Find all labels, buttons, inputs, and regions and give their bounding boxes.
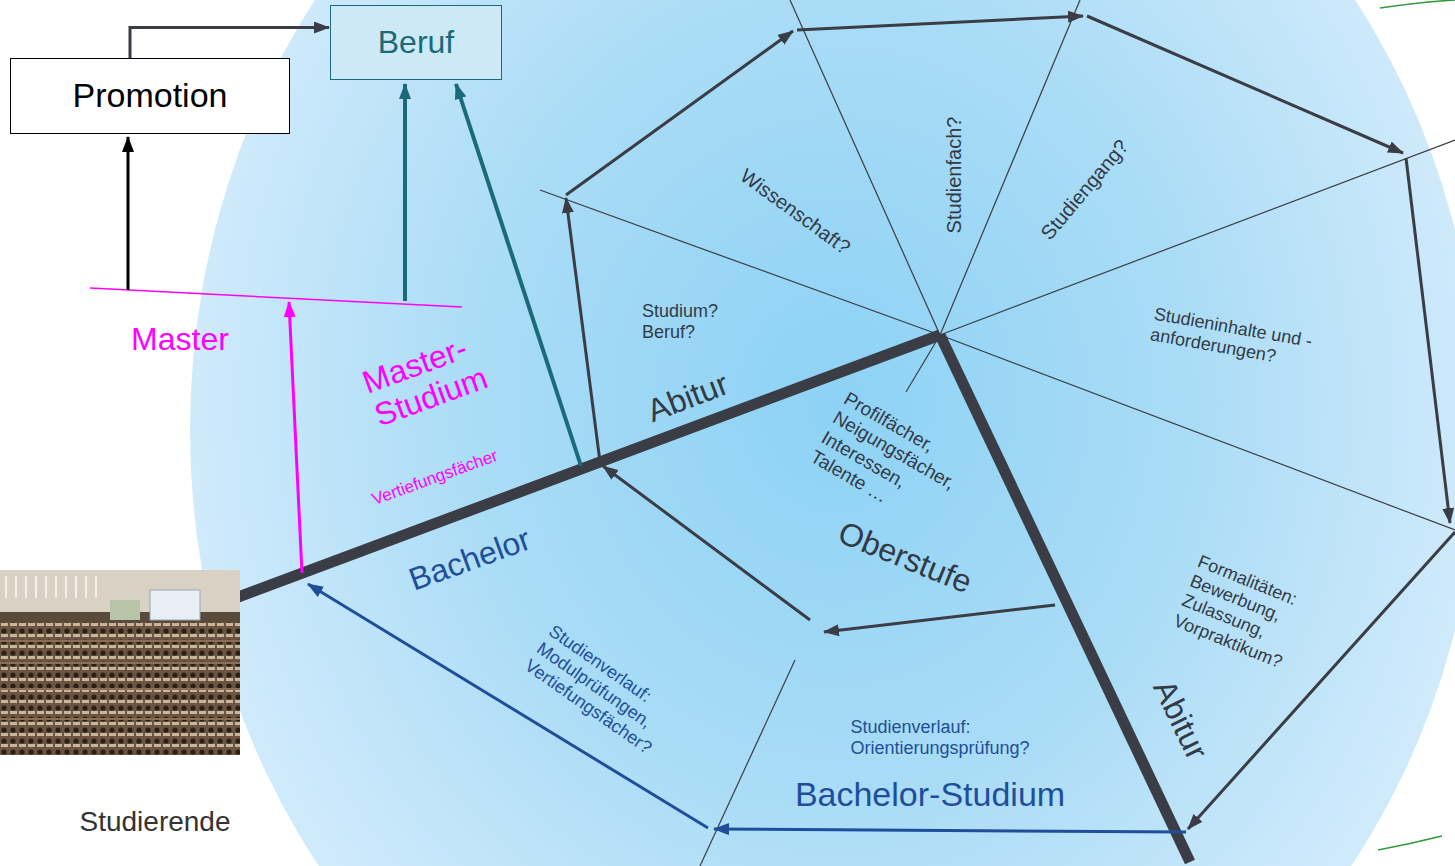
topic-label: Studienverlauf: Modulprüfungen, Vertiefu… bbox=[520, 621, 679, 759]
lecture-hall-photo bbox=[0, 570, 240, 755]
career-arrow bbox=[403, 84, 407, 301]
bachelor-arrows bbox=[308, 584, 1186, 832]
box-text: Promotion bbox=[73, 77, 228, 114]
photo-light bbox=[35, 576, 37, 598]
sector-line bbox=[700, 660, 795, 866]
bachelor-arrow bbox=[308, 584, 708, 828]
photo-light bbox=[85, 576, 87, 598]
photo-board bbox=[110, 600, 140, 620]
label-text: Formalitäten: Bewerbung, Zulassung, Vorp… bbox=[1171, 551, 1309, 673]
question-label: Studium? Beruf? bbox=[642, 301, 718, 343]
doctorate-arrow bbox=[127, 137, 130, 290]
label-text: Studieninhalte und -anforderungen? bbox=[1149, 304, 1332, 377]
photo-row bbox=[0, 662, 240, 664]
label-text: Master- Studium bbox=[358, 327, 492, 432]
label-text: Oberstufe bbox=[833, 514, 977, 602]
label-text: Studienverlauf: Orientierungsprüfung? bbox=[850, 717, 1029, 759]
question-label: Studieninhalte und -anforderungen? bbox=[1149, 304, 1332, 377]
photo-ground bbox=[0, 570, 240, 755]
label-text: Bachelor-Studium bbox=[795, 774, 1065, 814]
photo-light bbox=[55, 576, 57, 598]
label-text: Vertiefungsfächer bbox=[369, 446, 500, 510]
sector-line bbox=[790, 0, 940, 335]
career-arrow bbox=[456, 84, 581, 466]
photo-light bbox=[25, 576, 27, 598]
photo-light bbox=[65, 576, 67, 598]
sector-line bbox=[940, 140, 1455, 335]
photo-light bbox=[95, 576, 97, 598]
master-arrow bbox=[289, 302, 302, 573]
photo-lights bbox=[6, 576, 96, 598]
phase-label: Oberstufe bbox=[833, 514, 977, 602]
photo-light bbox=[45, 576, 47, 598]
degree-label: Bachelor bbox=[404, 521, 536, 600]
question-label: Formalitäten: Bewerbung, Zulassung, Vorp… bbox=[1171, 551, 1309, 673]
outer-arc bbox=[1378, 836, 1442, 850]
milestone-label: Abitur bbox=[642, 365, 734, 430]
photo-row bbox=[0, 718, 240, 720]
degree-label: Master bbox=[131, 321, 229, 359]
sector-line bbox=[940, 0, 1080, 335]
promotion-box: Promotion bbox=[10, 58, 290, 134]
label-text: Master bbox=[131, 321, 229, 359]
flow-arrow bbox=[130, 28, 329, 59]
question-label: Studienfach? bbox=[943, 117, 967, 234]
photo-light bbox=[15, 576, 17, 598]
photo-screen bbox=[150, 590, 200, 620]
milestone-label: Abitur bbox=[1145, 674, 1216, 766]
photo-audience bbox=[0, 622, 240, 755]
photo-light bbox=[75, 576, 77, 598]
sector-line bbox=[540, 190, 940, 335]
stage-disc bbox=[190, 0, 1455, 866]
caption-label: Studierende bbox=[79, 805, 230, 838]
label-text: Abitur bbox=[642, 365, 734, 430]
topic-label: Studienverlauf: Orientierungsprüfung? bbox=[850, 717, 1029, 759]
label-text: Wissenschaft? bbox=[735, 164, 854, 260]
cycle-arrow bbox=[1406, 158, 1450, 523]
topic-label: Vertiefungsfächer bbox=[369, 446, 500, 510]
label-text: Studienfach? bbox=[943, 117, 967, 234]
question-label: Studiengang? bbox=[1036, 135, 1133, 245]
label-text: Abitur bbox=[1145, 674, 1216, 766]
cycle-arrows bbox=[566, 16, 1455, 829]
outer-arc bbox=[1380, 0, 1455, 8]
photo-row bbox=[0, 640, 240, 642]
phase-label: Bachelor-Studium bbox=[795, 774, 1065, 814]
photo-light bbox=[5, 576, 7, 598]
career-box: Beruf bbox=[330, 5, 502, 80]
bachelor-arrow bbox=[714, 829, 1186, 832]
phase-label: Master- Studium bbox=[358, 327, 492, 432]
cycle-arrow bbox=[603, 466, 810, 620]
label-text: Studium? Beruf? bbox=[642, 301, 718, 343]
topic-label: Profilfächer, Neigungsfächer, Interessen… bbox=[806, 388, 974, 537]
question-label: Wissenschaft? bbox=[735, 164, 854, 260]
abitur-axis bbox=[190, 335, 1190, 862]
label-text: Profilfächer, Neigungsfächer, Interessen… bbox=[806, 388, 974, 537]
cycle-arrow bbox=[1087, 16, 1403, 153]
label-text: Studienverlauf: Modulprüfungen, Vertiefu… bbox=[520, 621, 679, 759]
cycle-arrow bbox=[797, 16, 1083, 30]
cycle-arrow bbox=[566, 198, 600, 462]
photo-row bbox=[0, 688, 240, 690]
label-text: Studierende bbox=[79, 805, 230, 838]
label-text: Studiengang? bbox=[1036, 135, 1133, 245]
master-line bbox=[90, 288, 462, 307]
cycle-arrow bbox=[824, 605, 1055, 632]
label-text: Bachelor bbox=[404, 521, 536, 600]
box-text: Beruf bbox=[378, 25, 454, 60]
